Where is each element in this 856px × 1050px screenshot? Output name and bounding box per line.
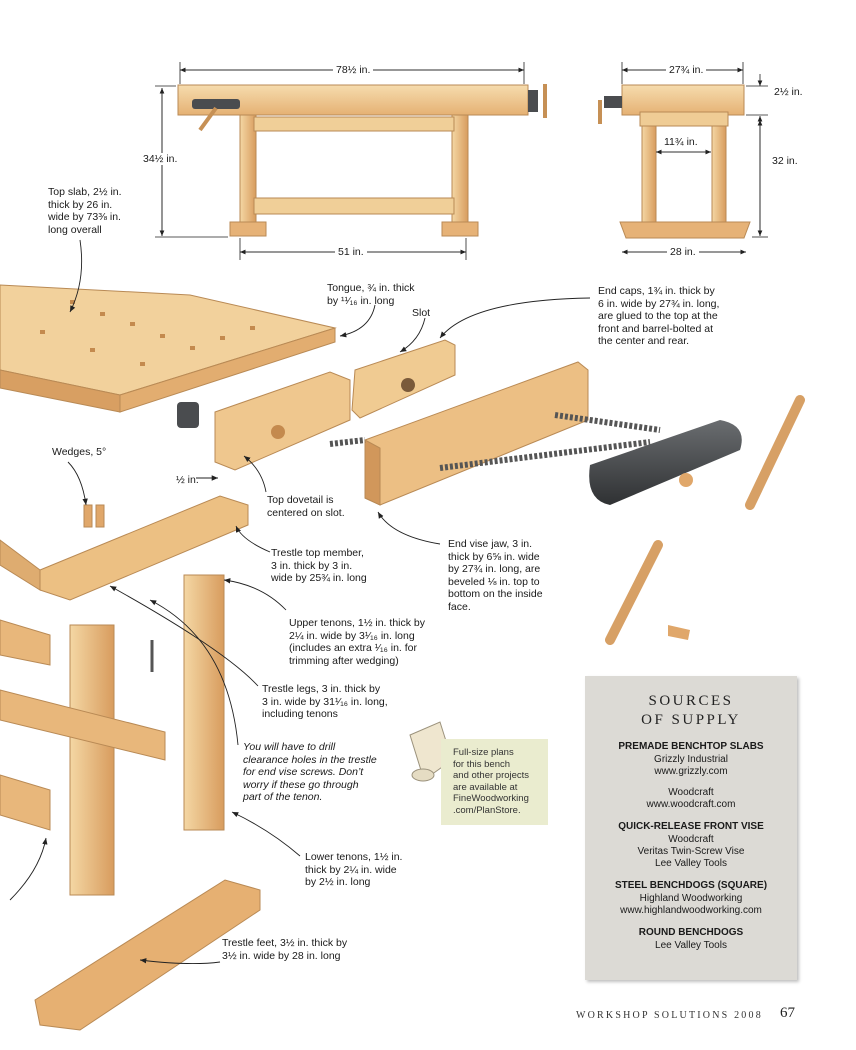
- dim-top-thickness: 2½ in.: [771, 86, 806, 98]
- callout-trestle-top: Trestle top member, 3 in. thick by 3 in.…: [271, 547, 367, 584]
- source-line: Lee Valley Tools: [655, 858, 727, 869]
- callout-leader-lines: [9, 239, 591, 965]
- callout-top-slab: Top slab, 2½ in. thick by 26 in. wide by…: [48, 186, 122, 236]
- source-link[interactable]: www.grizzly.com: [654, 766, 728, 777]
- source-heading: PREMADE BENCHTOP SLABS: [618, 741, 764, 752]
- callout-top-dovetail: Top dovetail is centered on slot.: [267, 494, 345, 519]
- callout-trestle-feet: Trestle feet, 3½ in. thick by 3½ in. wid…: [222, 937, 348, 962]
- sources-of-supply-sidebar: SOURCES OF SUPPLY PREMADE BENCHTOP SLABS…: [585, 676, 797, 980]
- source-link[interactable]: www.woodcraft.com: [646, 799, 736, 810]
- source-line: Lee Valley Tools: [655, 940, 727, 951]
- source-group: ROUND BENCHDOGS Lee Valley Tools: [585, 926, 797, 952]
- front-elevation-drawing: [177, 84, 547, 237]
- source-heading: STEEL BENCHDOGS (SQUARE): [614, 880, 768, 891]
- plans-note: Full-size plans for this bench and other…: [441, 739, 548, 825]
- callout-wedges: Wedges, 5°: [52, 446, 107, 458]
- source-link[interactable]: www.highlandwoodworking.com: [620, 905, 762, 916]
- callout-slot: Slot: [412, 307, 431, 319]
- sources-title: SOURCES OF SUPPLY: [641, 693, 741, 728]
- callout-end-vise-jaw: End vise jaw, 3 in. thick by 6⅝ in. wide…: [448, 538, 543, 613]
- callout-lower-tenons: Lower tenons, 1½ in. thick by 2¼ in. wid…: [305, 851, 403, 888]
- source-group: PREMADE BENCHTOP SLABS Grizzly Industria…: [585, 740, 797, 811]
- source-group: STEEL BENCHDOGS (SQUARE) Highland Woodwo…: [585, 879, 797, 917]
- trestle-drawing: [0, 495, 261, 1031]
- page-number: 67: [780, 1005, 795, 1021]
- top-slab-drawing: [0, 284, 337, 413]
- source-heading: QUICK-RELEASE FRONT VISE: [618, 821, 764, 832]
- source-line: Veritas Twin-Screw Vise: [637, 846, 745, 857]
- source-line: Woodcraft: [668, 787, 714, 798]
- dim-foot-length: 28 in.: [667, 246, 699, 258]
- callout-end-caps: End caps, 1¾ in. thick by 6 in. wide by …: [598, 285, 720, 347]
- callout-half-inch: ½ in.: [176, 474, 199, 486]
- callout-clearance-note: You will have to drill clearance holes i…: [243, 741, 377, 803]
- callout-trestle-legs: Trestle legs, 3 in. thick by 3 in. wide …: [262, 683, 388, 720]
- dim-front-height: 34½ in.: [140, 153, 181, 165]
- running-footer: WORKSHOP SOLUTIONS 2008: [576, 1010, 763, 1021]
- source-group: QUICK-RELEASE FRONT VISE Woodcraft Verit…: [585, 820, 797, 870]
- source-line: Woodcraft: [668, 834, 714, 845]
- callout-tongue: Tongue, ¾ in. thick by ¹¹⁄₁₆ in. long: [327, 282, 415, 307]
- callout-upper-tenons: Upper tenons, 1½ in. thick by 2¼ in. wid…: [289, 617, 425, 667]
- dim-side-width: 27¾ in.: [666, 64, 707, 76]
- dim-front-length: 78½ in.: [333, 64, 374, 76]
- source-line: Grizzly Industrial: [654, 754, 728, 765]
- dim-trestle-spacing: 51 in.: [335, 246, 367, 258]
- side-elevation-drawing: [598, 84, 751, 239]
- end-cap-and-tongue-drawing: [177, 339, 456, 471]
- source-spacer: [585, 778, 797, 787]
- dim-leg-gap: 11¾ in.: [664, 136, 698, 148]
- source-line: Highland Woodworking: [639, 893, 743, 904]
- source-heading: ROUND BENCHDOGS: [638, 927, 744, 938]
- end-vise-drawing: [329, 361, 805, 645]
- dim-side-height: 32 in.: [769, 155, 801, 167]
